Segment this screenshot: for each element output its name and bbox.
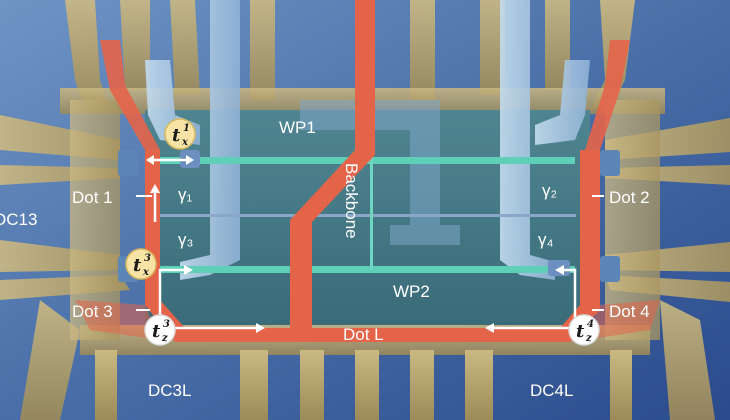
badge-tz3: t z 3	[144, 314, 176, 346]
label-dc3l: DC3L	[148, 381, 191, 400]
svg-text:t: t	[172, 125, 181, 146]
label-dot4: Dot 4	[609, 302, 650, 321]
svg-text:3: 3	[163, 319, 170, 330]
arrow-tz3	[158, 268, 260, 330]
svg-text:z: z	[161, 333, 168, 344]
label-gamma1: γ₁	[178, 185, 193, 204]
svg-text:t: t	[133, 255, 142, 276]
label-dot2: Dot 2	[609, 188, 650, 207]
label-dc4l: DC4L	[530, 381, 573, 400]
lower-cyan-channel	[160, 266, 575, 273]
svg-text:3: 3	[144, 253, 151, 264]
orange-loop	[75, 40, 660, 342]
label-wp1: WP1	[279, 118, 316, 137]
svg-text:t: t	[152, 321, 161, 342]
svg-text:x: x	[142, 267, 150, 278]
leader-lines	[136, 195, 604, 311]
arrow-tz4	[490, 268, 577, 330]
label-gamma3: γ₃	[178, 230, 193, 249]
svg-text:z: z	[585, 333, 592, 344]
label-gamma4: γ₄	[538, 230, 554, 249]
label-dot1: Dot 1	[72, 188, 113, 207]
label-dot3: Dot 3	[72, 302, 113, 321]
label-dc13: DC13	[0, 210, 37, 229]
badge-tx3: t x 3	[125, 248, 157, 280]
label-backbone: Backbone	[342, 163, 361, 239]
svg-text:4: 4	[587, 319, 594, 330]
backbone-arm	[290, 0, 375, 330]
center-line	[158, 214, 576, 217]
label-dotL: Dot L	[343, 325, 384, 344]
svg-text:x: x	[181, 137, 189, 148]
svg-text:1: 1	[183, 123, 190, 134]
svg-text:t: t	[576, 321, 585, 342]
tunneling-arrows	[146, 155, 577, 333]
badge-tx1: t x 1	[164, 118, 196, 150]
badge-tz4: t z 4	[568, 314, 600, 346]
label-gamma2: γ₂	[542, 181, 557, 200]
label-wp2: WP2	[393, 282, 430, 301]
